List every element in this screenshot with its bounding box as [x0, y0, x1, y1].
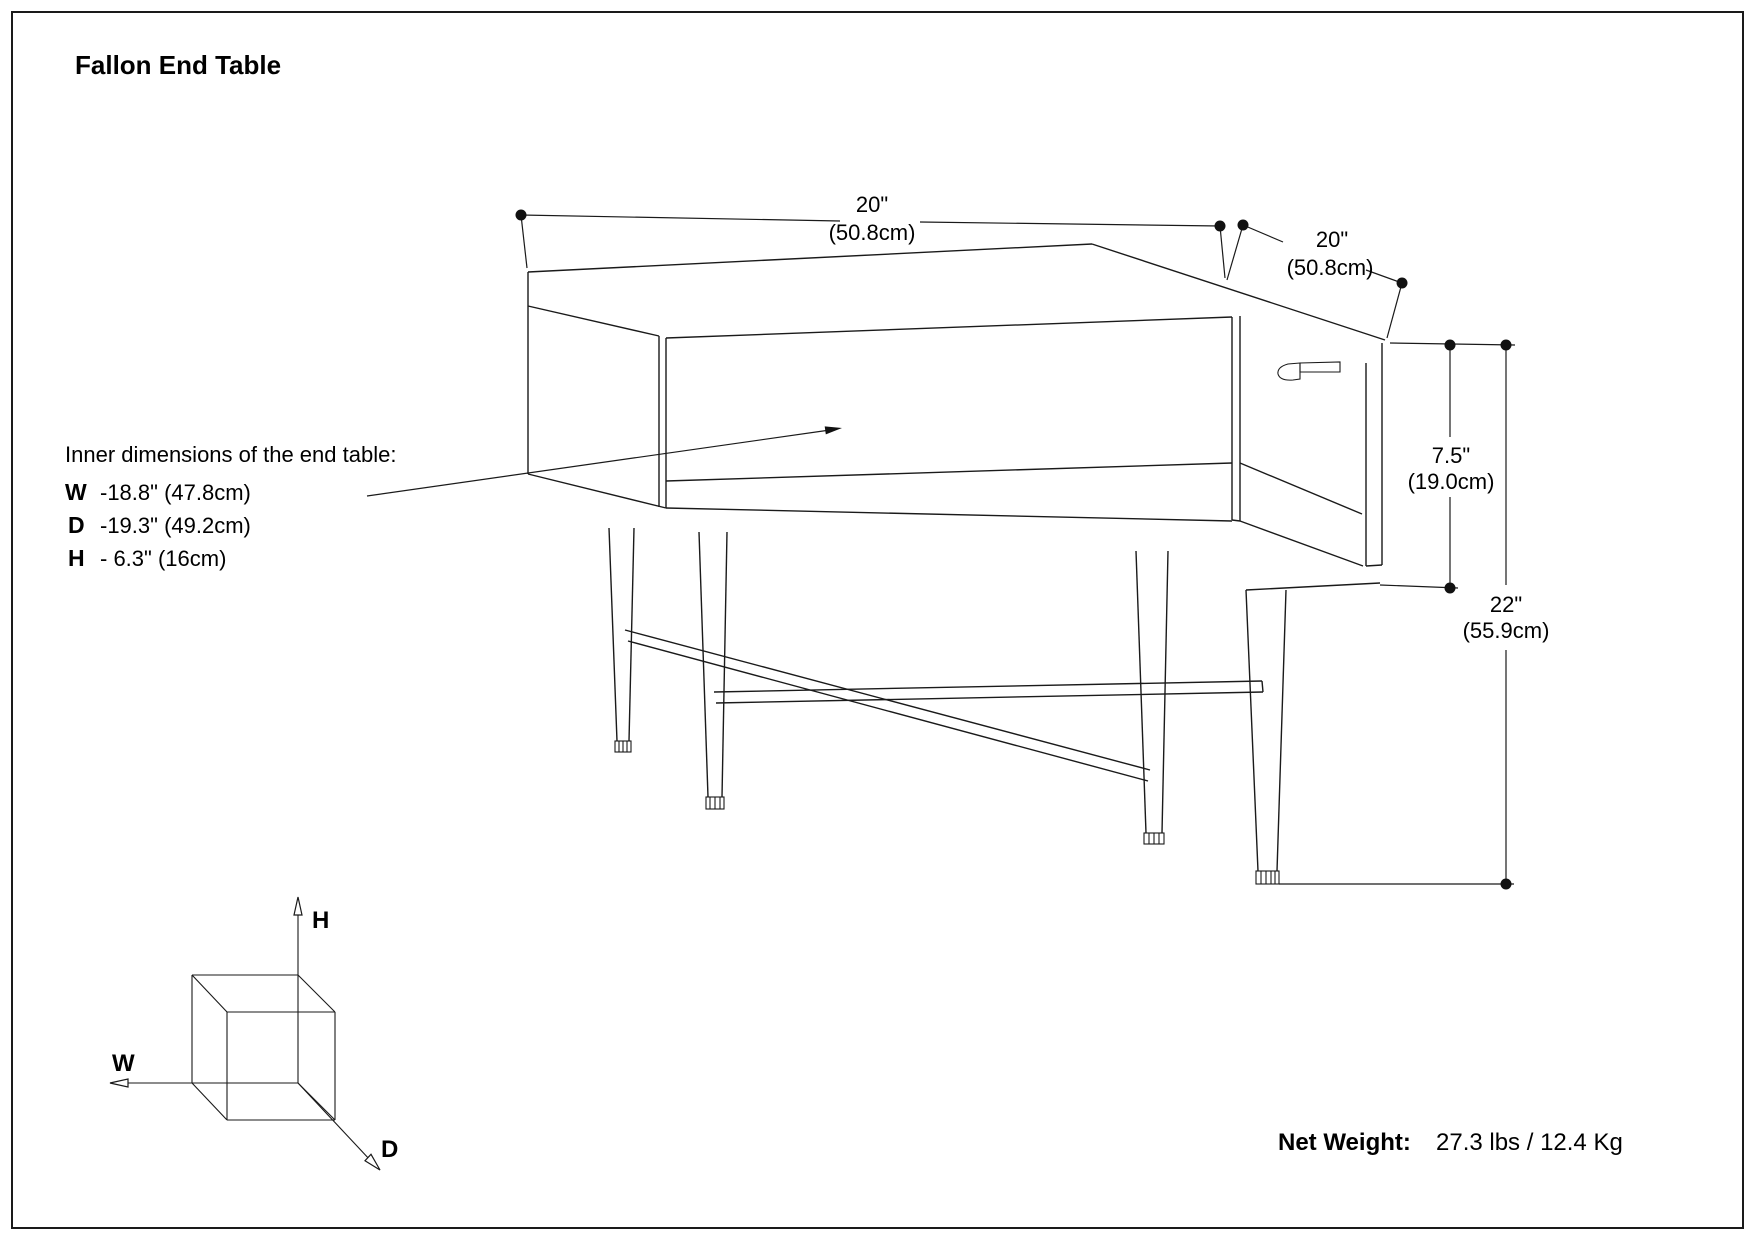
bracket-detail — [1277, 361, 1341, 381]
cross-stretcher — [624, 629, 1264, 782]
depth-dimension: 20" (50.8cm) — [1226, 219, 1408, 339]
opening-inches-label: 7.5" — [1432, 443, 1470, 468]
width-dimension: 20" (50.8cm) — [515, 192, 1226, 279]
inner-w-value: -18.8" (47.8cm) — [100, 480, 251, 505]
end-table-drawing — [527, 243, 1386, 885]
axis-d: D — [297, 1082, 398, 1171]
page-border — [11, 11, 1744, 1229]
opening-height-dimension: 7.5" (19.0cm) — [1379, 339, 1516, 594]
table-legs — [608, 527, 1287, 885]
axis-w: W — [109, 1050, 192, 1088]
inner-h-value: - 6.3" (16cm) — [100, 546, 226, 571]
inner-d-value: -19.3" (49.2cm) — [100, 513, 251, 538]
depth-cm-label: (50.8cm) — [1287, 255, 1374, 280]
inner-dim-row-w: W -18.8" (47.8cm) — [65, 479, 251, 505]
inner-dimensions-heading: Inner dimensions of the end table: — [65, 442, 396, 467]
net-weight-label: Net Weight: — [1278, 1129, 1411, 1156]
axis-orientation-cube: H W D — [109, 896, 398, 1171]
inner-d-label: D — [68, 512, 85, 538]
depth-inches-label: 20" — [1316, 227, 1348, 252]
net-weight-value: 27.3 lbs / 12.4 Kg — [1436, 1129, 1623, 1156]
axis-h: H — [293, 896, 329, 975]
axis-d-label: D — [381, 1136, 398, 1163]
axis-w-label: W — [112, 1050, 135, 1077]
inner-dim-row-h: H - 6.3" (16cm) — [68, 545, 226, 571]
leader-arrow — [366, 426, 842, 497]
page-title: Fallon End Table — [75, 50, 281, 80]
dimension-annotations: 20" (50.8cm) 20" (50.8cm) 7.5" (19.0cm) — [515, 192, 1550, 890]
inner-w-label: W — [65, 479, 87, 505]
overall-height-dimension: 22" (55.9cm) — [1279, 339, 1550, 890]
inner-dim-row-d: D -19.3" (49.2cm) — [68, 512, 251, 538]
width-inches-label: 20" — [856, 192, 888, 217]
width-cm-label: (50.8cm) — [829, 220, 916, 245]
net-weight: Net Weight: 27.3 lbs / 12.4 Kg — [1278, 1129, 1623, 1156]
inner-h-label: H — [68, 545, 85, 571]
axis-h-label: H — [312, 907, 329, 934]
height-cm-label: (55.9cm) — [1463, 618, 1550, 643]
inner-dimensions-callout: Inner dimensions of the end table: W -18.… — [65, 426, 842, 571]
height-inches-label: 22" — [1490, 592, 1522, 617]
opening-cm-label: (19.0cm) — [1408, 469, 1495, 494]
